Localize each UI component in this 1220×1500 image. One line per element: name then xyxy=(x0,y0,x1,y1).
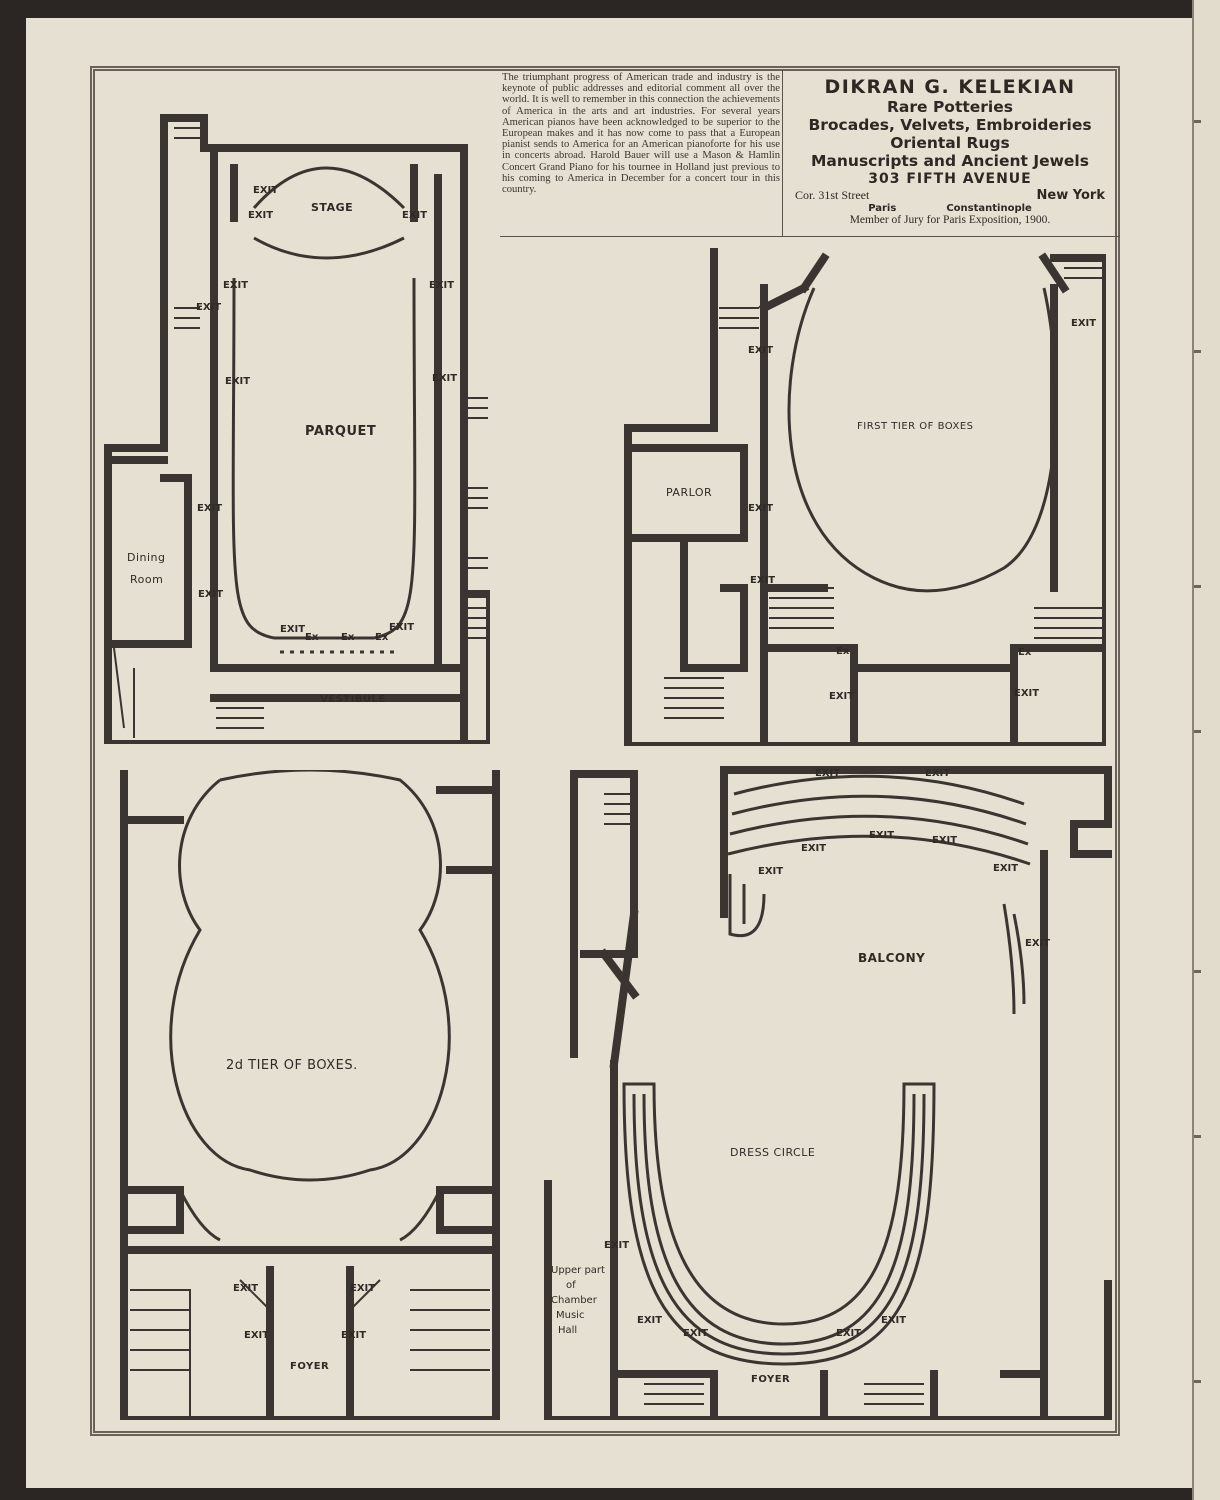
parquet-exit-9: EXIT xyxy=(197,503,223,514)
ad-jury: Member of Jury for Paris Exposition, 190… xyxy=(849,214,1051,226)
balcony-exit-6: EXIT xyxy=(758,866,784,877)
article-text: The triumphant progress of American trad… xyxy=(502,72,780,196)
balcony-foyer-label: FOYER xyxy=(751,1374,791,1385)
header-divider xyxy=(500,236,1120,237)
first-tier-floor-plan xyxy=(624,248,1106,746)
balcony-exit-5: EXIT xyxy=(801,843,827,854)
balcony-exit-8: EXIT xyxy=(1025,938,1051,949)
first-tier-main-label: FIRST TIER OF BOXES xyxy=(857,421,974,432)
balcony-floor-plan xyxy=(544,764,1112,1420)
chamber-label-4: Music xyxy=(556,1310,585,1321)
dress-circle-label: DRESS CIRCLE xyxy=(730,1146,816,1159)
dress-circle-exit-4: EXIT xyxy=(836,1328,862,1339)
ad-city: New York xyxy=(1036,188,1105,203)
chamber-label-5: Hall xyxy=(558,1325,578,1336)
second-tier-plan-drawing xyxy=(120,770,500,1420)
parquet-exit-8: EXIT xyxy=(432,373,458,384)
next-page-edge xyxy=(1192,0,1220,1500)
parquet-exit-6: EXIT xyxy=(196,302,222,313)
parquet-stage-label: STAGE xyxy=(311,201,354,214)
first-tier-exit-1: EXIT xyxy=(748,345,774,356)
ad-address: 303 FIFTH AVENUE xyxy=(868,171,1032,187)
balcony-plan-drawing xyxy=(544,766,1112,1420)
balcony-exit-1: EXIT xyxy=(815,768,841,779)
first-tier-plan-drawing xyxy=(624,248,1106,746)
parquet-exit-3: EXIT xyxy=(402,210,428,221)
balcony-exit-2: EXIT xyxy=(925,768,951,779)
second-tier-foyer-label: FOYER xyxy=(290,1361,330,1372)
first-tier-exit-2: EXIT xyxy=(1071,318,1097,329)
parquet-exit-4: EXIT xyxy=(223,280,249,291)
chamber-label-2: of xyxy=(566,1280,576,1291)
program-page xyxy=(26,18,1192,1488)
page-border xyxy=(90,66,1120,1436)
chamber-label-1: Upper part xyxy=(551,1265,605,1276)
parquet-exit-5: EXIT xyxy=(429,280,455,291)
parquet-plan-drawing xyxy=(104,114,490,744)
balcony-exit-4: EXIT xyxy=(932,835,958,846)
parquet-ex-2: Ex xyxy=(341,632,355,643)
first-tier-ex-1: Ex xyxy=(836,646,850,657)
column-divider xyxy=(782,70,783,236)
parquet-ex-1: Ex xyxy=(305,632,319,643)
balcony-label: BALCONY xyxy=(858,951,926,965)
parquet-ex-3: Ex xyxy=(375,632,389,643)
first-tier-exit-3: EXIT xyxy=(748,503,774,514)
kelekian-advertisement: DIKRAN G. KELEKIAN Rare Potteries Brocad… xyxy=(785,72,1115,236)
second-tier-exit-2: EXIT xyxy=(350,1283,376,1294)
balcony-exit-3: EXIT xyxy=(869,830,895,841)
parquet-exit-11: EXIT xyxy=(280,624,306,635)
second-tier-exit-4: EXIT xyxy=(341,1330,367,1341)
parquet-dining-label-2: Room xyxy=(130,573,164,586)
first-tier-exit-5: EXIT xyxy=(829,691,855,702)
parquet-exit-1: EXIT xyxy=(253,185,279,196)
dress-circle-exit-2: EXIT xyxy=(637,1315,663,1326)
dress-circle-exit-3: EXIT xyxy=(683,1328,709,1339)
second-tier-floor-plan xyxy=(120,770,500,1420)
parquet-floor-plan xyxy=(104,108,490,744)
ad-line-2: Brocades, Velvets, Embroideries xyxy=(808,116,1092,134)
second-tier-exit-1: EXIT xyxy=(233,1283,259,1294)
parquet-exit-7: EXIT xyxy=(225,376,251,387)
ad-street: Cor. 31st Street xyxy=(795,188,870,202)
balcony-exit-7: EXIT xyxy=(993,863,1019,874)
ad-line-4: Manuscripts and Ancient Jewels xyxy=(811,152,1089,170)
first-tier-exit-4: EXIT xyxy=(750,575,776,586)
ad-line-3: Oriental Rugs xyxy=(890,134,1010,152)
first-tier-ex-2: Ex xyxy=(1018,647,1032,658)
first-tier-parlor-label: PARLOR xyxy=(666,486,713,499)
chamber-label-3: Chamber xyxy=(551,1295,597,1306)
ad-branches: Paris Constantinople xyxy=(785,203,1115,214)
first-tier-exit-6: EXIT xyxy=(1014,688,1040,699)
ad-line-1: Rare Potteries xyxy=(887,98,1013,116)
parquet-exit-12: EXIT xyxy=(389,622,415,633)
parquet-vestibule-label: VESTIBULE xyxy=(320,694,386,705)
ad-street-row: Cor. 31st Street New York xyxy=(785,188,1115,203)
parquet-exit-2: EXIT xyxy=(248,210,274,221)
second-tier-exit-3: EXIT xyxy=(244,1330,270,1341)
parquet-main-label: PARQUET xyxy=(305,424,377,439)
parquet-dining-label-1: Dining xyxy=(127,551,166,564)
ad-branch-constantinople: Constantinople xyxy=(946,203,1032,214)
ad-branch-paris: Paris xyxy=(868,203,897,214)
dress-circle-exit-1: EXIT xyxy=(604,1240,630,1251)
second-tier-main-label: 2d TIER OF BOXES. xyxy=(226,1058,358,1073)
parquet-exit-10: EXIT xyxy=(198,589,224,600)
ad-name: DIKRAN G. KELEKIAN xyxy=(824,76,1076,98)
dress-circle-exit-5: EXIT xyxy=(881,1315,907,1326)
